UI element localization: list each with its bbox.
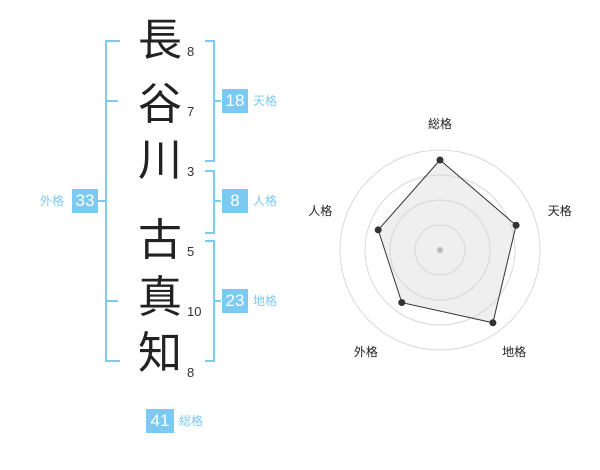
chikaku-label: 地格 [253,294,278,308]
radar-grid-ring-3 [364,174,516,326]
radar-grid-ring-2 [389,199,491,301]
name-char-5: 真 [138,272,182,323]
stroke-count-2: 7 [187,104,195,119]
radar-axis-label-4: 外格 [354,344,378,359]
stroke-count-3: 3 [187,164,195,179]
gaikaku-bracket-tick [98,200,105,202]
soukaku-label: 総格 [179,414,204,428]
radar-center-dot [437,247,443,253]
chikaku-bracket-tick [213,300,221,302]
stroke-count-4: 5 [187,244,195,259]
jinkaku-bracket [205,170,215,234]
tenkaku-label: 天格 [253,94,278,108]
gaikaku-badge: 33 [72,189,98,213]
radar-point-4 [398,299,406,307]
name-char-2: 谷 [138,79,182,130]
name-char-3: 川 [138,135,182,186]
chikaku-badge: 23 [222,289,248,313]
radar-point-5 [374,226,382,234]
radar-axis-label-2: 天格 [548,203,572,218]
gaikaku-bracket-inner-tick-2 [107,300,118,302]
radar-point-3 [489,319,497,327]
stroke-count-5: 10 [187,304,202,319]
jinkaku-bracket-tick [213,200,221,202]
gaikaku-bracket-inner-tick-1 [107,100,118,102]
radar-grid-ring-4 [339,149,541,351]
soukaku-badge: 41 [146,409,174,433]
stroke-count-6: 8 [187,365,195,380]
name-char-4: 古 [138,215,182,266]
radar-axis-label-1: 総格 [428,116,452,131]
tenkaku-badge: 18 [222,89,248,113]
name-char-1: 長 [138,15,182,66]
radar-point-2 [512,221,520,229]
radar-series-polygon [377,159,517,324]
radar-axis-label-5: 人格 [308,203,332,218]
jinkaku-label: 人格 [253,194,278,208]
jinkaku-badge: 8 [222,189,248,213]
radar-axis-label-3: 地格 [502,344,526,359]
radar-grid-ring-1 [414,224,466,276]
gaikaku-bracket [105,40,120,362]
gaikaku-label: 外格 [40,194,65,208]
radar-point-1 [436,156,444,164]
stroke-count-1: 8 [187,44,195,59]
name-char-6: 知 [138,328,182,379]
tenkaku-bracket-tick [213,100,221,102]
